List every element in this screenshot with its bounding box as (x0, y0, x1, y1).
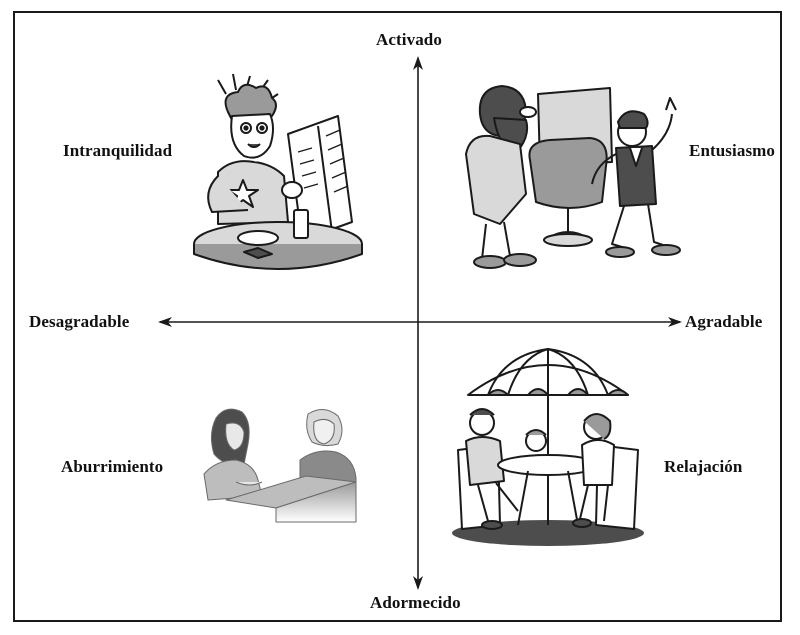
axis-label-agradable: Agradable (685, 312, 763, 331)
quadrant-label-relajacion: Relajación (664, 457, 743, 476)
family-at-patio-table-under-umbrella-illustration (452, 348, 644, 546)
quadrant-label-entusiasmo: Entusiasmo (689, 141, 776, 160)
quadrant-label-aburrimiento: Aburrimiento (61, 457, 164, 476)
diagram-frame (13, 11, 782, 622)
two-women-talking-at-counter-illustration (203, 408, 357, 523)
axis-label-desagradable: Desagradable (29, 312, 130, 331)
excited-men-with-chair-illustration (465, 85, 681, 269)
axis-label-activado: Activado (376, 30, 442, 49)
axis-label-adormecido: Adormecido (370, 593, 461, 612)
quadrant-label-intranquilidad: Intranquilidad (63, 141, 173, 160)
nervous-man-reading-menu-illustration (193, 73, 363, 270)
